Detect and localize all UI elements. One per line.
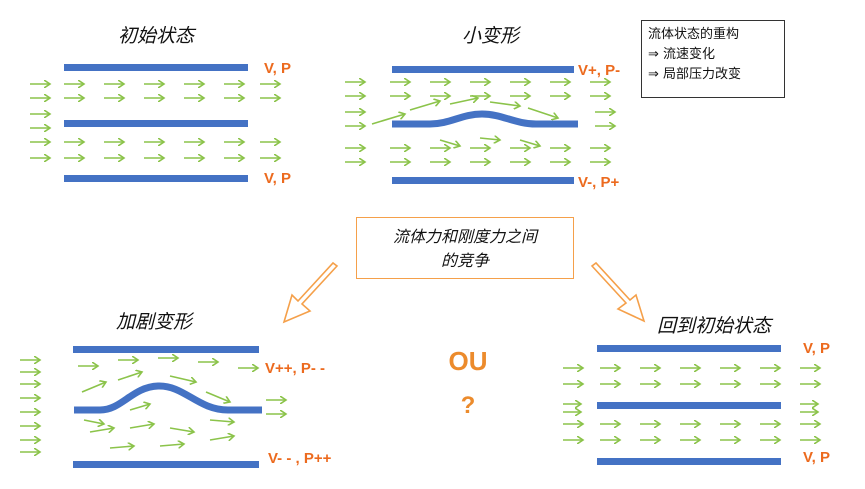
flow-arrow (371, 114, 405, 125)
title-return: 回到初始状态 (657, 315, 772, 337)
title-small: 小变形 (462, 25, 520, 47)
label-top-increase: V++, P- - (265, 360, 326, 377)
plate-middle-initial (64, 120, 248, 127)
flow-arrow (159, 444, 184, 446)
flow-arrow (129, 424, 154, 428)
label-top-initial: V, P (264, 60, 291, 77)
flow-arrow (169, 428, 194, 432)
legend-box: 流体状态的重构 ⇒ 流速变化 ⇒ 局部压力改变 (641, 20, 785, 98)
flow-arrow (449, 98, 478, 105)
competition-box: 流体力和刚度力之间 的竞争 (356, 217, 574, 279)
flow-arrow (205, 391, 230, 402)
legend-line-velocity: ⇒ 流速变化 (648, 47, 716, 62)
flow-arrow (89, 428, 114, 432)
plate-top-return (597, 345, 781, 352)
plate-top-increase (73, 346, 259, 353)
flow-arrow (439, 139, 460, 146)
plate-middle-increase-deformed (74, 382, 262, 414)
flow-arrow (209, 436, 234, 440)
flow-arrow (527, 107, 558, 118)
flow-arrow (117, 372, 142, 381)
flow-arrow (519, 139, 540, 146)
plate-bottom-initial (64, 175, 248, 182)
arrow-to-increase (282, 261, 339, 324)
label-bottom-initial: V, P (264, 170, 291, 187)
plate-middle-small-deformed (392, 110, 578, 128)
flow-arrow (409, 101, 440, 111)
flow-arrows-small (345, 82, 615, 162)
flow-arrow (129, 404, 150, 411)
ou-label: OU (448, 346, 488, 376)
plate-bottom-increase (73, 461, 259, 468)
flow-arrow (479, 138, 500, 140)
flow-arrows-increase (20, 358, 286, 452)
title-initial: 初始状态 (118, 25, 195, 47)
label-top-small: V+, P- (578, 62, 621, 79)
label-bottom-return: V, P (803, 449, 830, 466)
label-bottom-increase: V- - , P++ (268, 450, 332, 467)
flow-arrow (83, 420, 104, 424)
competition-line-1: 流体力和刚度力之间 (392, 227, 537, 246)
flow-arrow (169, 375, 196, 382)
plate-bottom-small (392, 177, 574, 184)
plate-middle-return (597, 402, 781, 409)
flow-arrow (81, 382, 106, 393)
plate-bottom-return (597, 458, 781, 465)
flow-arrows-return (563, 368, 820, 440)
label-bottom-small: V-, P+ (578, 174, 620, 191)
label-top-return: V, P (803, 340, 830, 357)
flow-arrows-initial (30, 84, 280, 158)
flow-arrow (109, 446, 134, 448)
plate-top-small (392, 66, 574, 73)
arrow-to-return (590, 261, 646, 323)
legend-line-restructure: 流体状态的重构 (648, 27, 740, 42)
title-increase: 加剧变形 (116, 311, 193, 333)
competition-line-2: 的竞争 (440, 251, 489, 270)
flow-arrow (209, 420, 234, 422)
flow-arrow (489, 101, 520, 106)
question-mark: ? (460, 392, 476, 419)
plate-top-initial (64, 64, 248, 71)
legend-line-pressure: ⇒ 局部压力改变 (648, 67, 742, 82)
